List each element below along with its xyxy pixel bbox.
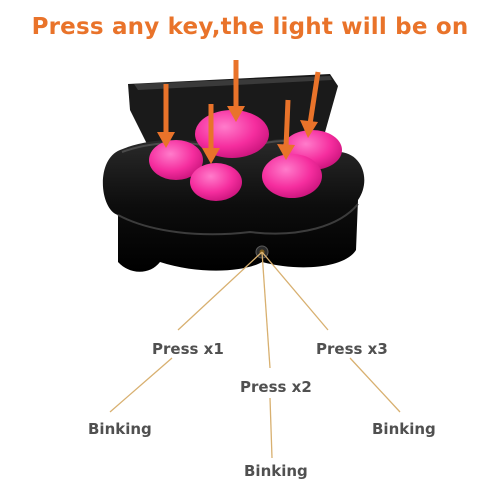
headline-title: Press any key,the light will be on xyxy=(31,14,469,40)
press-x2-label: Press x2 xyxy=(240,378,312,396)
press-x3-label: Press x3 xyxy=(316,340,388,358)
press-arrows xyxy=(157,60,321,164)
toe-pad-left xyxy=(149,140,203,180)
leader-lines xyxy=(109,251,401,459)
result-left-label: Binking xyxy=(88,420,152,438)
press-x1-label: Press x1 xyxy=(152,340,224,358)
toe-pad-bottom-right xyxy=(262,154,322,198)
toe-pad-bottom-left xyxy=(190,163,242,201)
result-center-label: Binking xyxy=(244,462,308,480)
result-right-label: Binking xyxy=(372,420,436,438)
arrow-right xyxy=(307,71,321,125)
arrow-right-lower xyxy=(283,99,291,149)
